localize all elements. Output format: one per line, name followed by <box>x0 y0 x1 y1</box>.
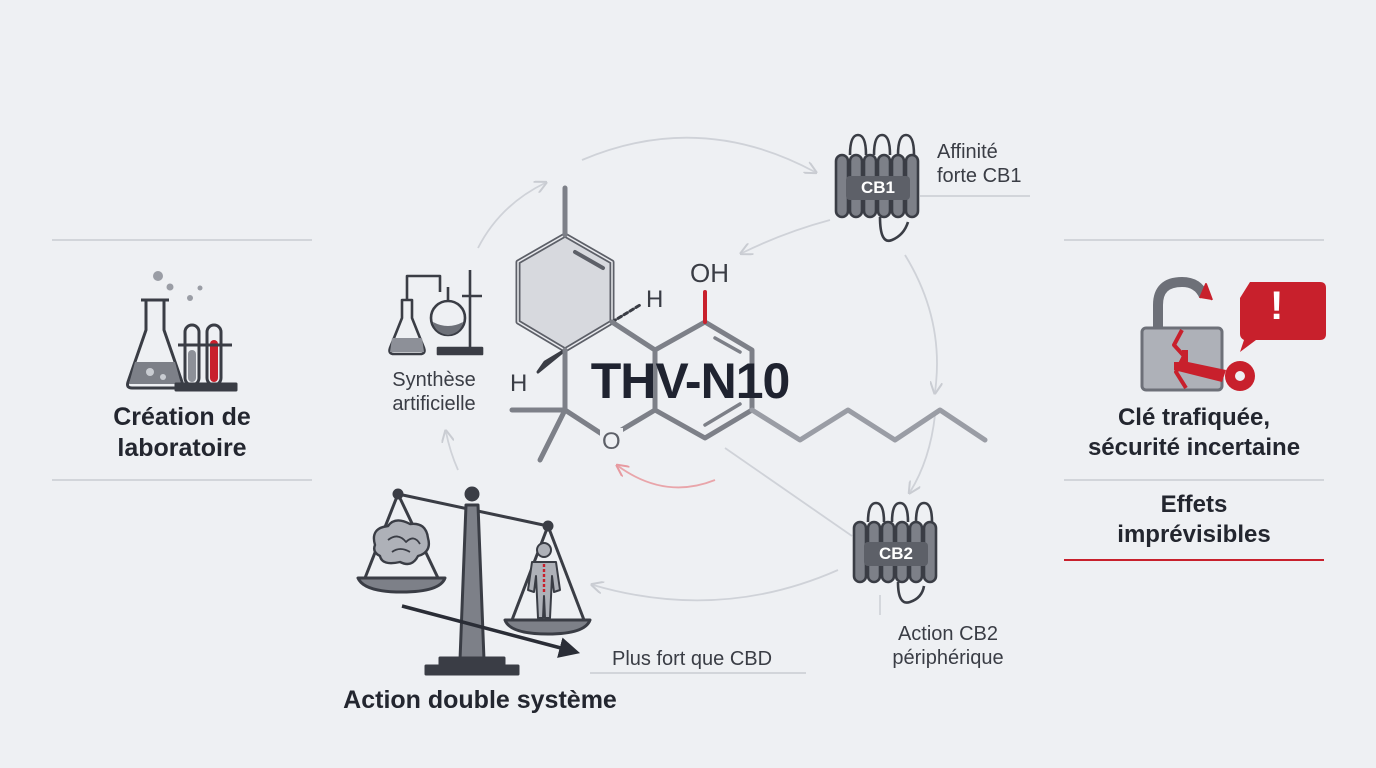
balance-icon <box>356 486 592 676</box>
cb2-receptor-icon <box>852 501 938 604</box>
cb2-line1: Action CB2 <box>897 623 999 645</box>
molecule-structure <box>509 185 988 463</box>
distillation-flask-icon <box>388 270 484 356</box>
cb2-label: Action CB2 périphérique <box>878 622 1018 670</box>
lab-glassware-icon <box>126 271 238 392</box>
right-panel-subtitle: Effets imprévisibles <box>1060 490 1328 550</box>
synthesis-line2: artificielle <box>392 393 476 415</box>
arrow-red <box>618 466 716 489</box>
balance-trend-arrow <box>401 604 581 658</box>
cb1-label: Affinité forte CB1 <box>937 140 1021 188</box>
arrow-bottom <box>593 569 839 602</box>
left-panel-title: Création de laboratoire <box>52 402 312 464</box>
cycle-arrows <box>446 136 937 602</box>
cb2-line2: périphérique <box>892 647 1004 669</box>
atom-h-upper-label: H <box>646 286 664 313</box>
right-title-line2: sécurité incertaine <box>1087 434 1301 461</box>
line-to-cb2 <box>724 447 853 537</box>
plus-fort-label: Plus fort que CBD <box>612 648 773 670</box>
arrow-cb1-in <box>742 219 831 253</box>
molecule-name: THV-N10 <box>590 353 791 409</box>
left-title-line1: Création de <box>113 403 251 431</box>
broken-padlock-key-icon <box>1140 277 1326 392</box>
alert-symbol: ! <box>1270 284 1284 328</box>
arrow-balance-up <box>446 432 459 471</box>
right-title-line1: Clé trafiquée, <box>1117 404 1271 431</box>
arrow-top <box>581 136 815 172</box>
arrow-synth-up <box>477 183 545 249</box>
right-sub-line1: Effets <box>1160 491 1228 518</box>
cb1-line1: Affinité <box>937 141 998 163</box>
arrow-right-down <box>910 414 936 492</box>
synthesis-line1: Synthèse <box>392 369 476 391</box>
atom-o-label: O <box>600 428 623 456</box>
atom-h-left-label: H <box>510 370 528 397</box>
cb1-receptor-icon <box>834 133 920 243</box>
synthesis-label: Synthèse artificielle <box>370 368 498 416</box>
right-sub-line2: imprévisibles <box>1117 521 1271 548</box>
cb2-badge: CB2 <box>878 544 913 563</box>
left-title-line2: laboratoire <box>117 434 247 462</box>
cb1-line2: forte CB1 <box>937 165 1022 187</box>
arrow-cb1-down <box>904 254 937 392</box>
cb1-badge: CB1 <box>860 178 895 197</box>
right-panel-title: Clé trafiquée, sécurité incertaine <box>1060 403 1328 463</box>
atom-oh-label: OH <box>690 258 729 288</box>
action-double-title: Action double système <box>343 686 617 714</box>
